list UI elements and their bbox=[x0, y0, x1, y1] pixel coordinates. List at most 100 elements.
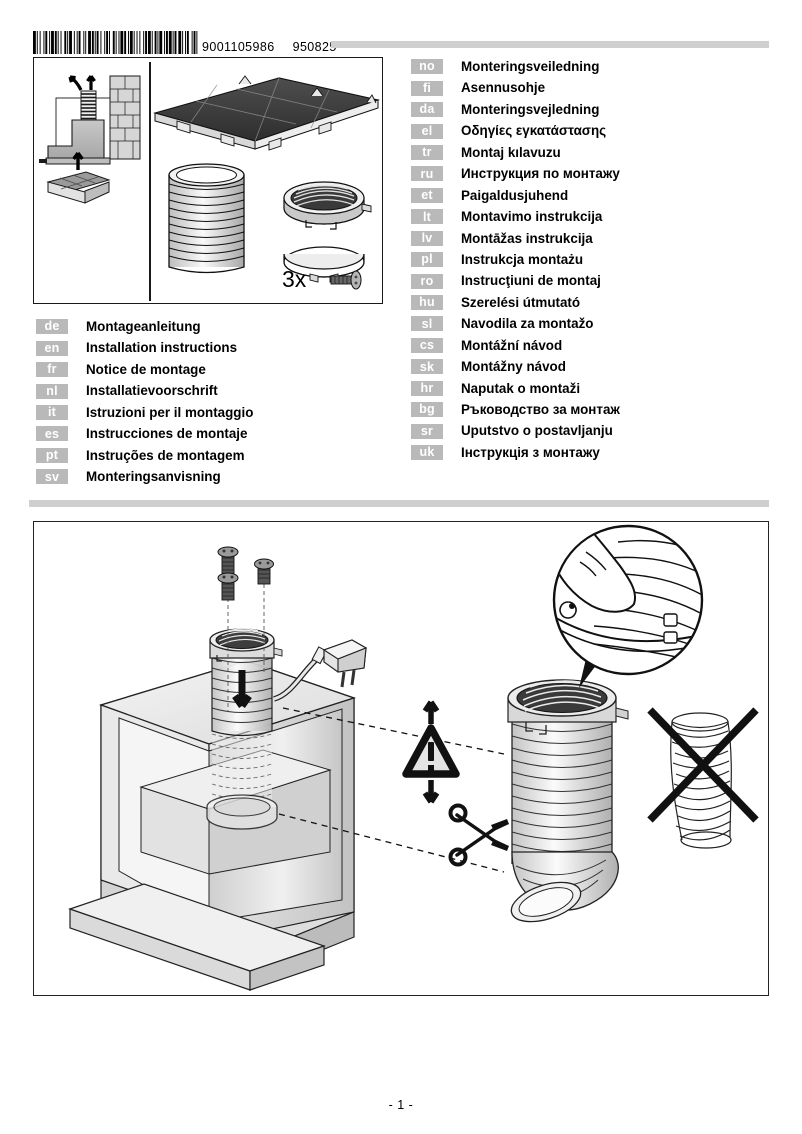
language-row-et: et Paigaldusjuhend bbox=[411, 185, 620, 206]
language-code-badge-pt: pt bbox=[36, 447, 68, 463]
language-title-sk: Montážny návod bbox=[461, 359, 566, 375]
language-code-badge-sk: sk bbox=[411, 359, 443, 375]
language-code-badge-fr: fr bbox=[36, 362, 68, 378]
language-title-fi: Asennusohje bbox=[461, 80, 546, 96]
language-code-badge-uk: uk bbox=[411, 445, 443, 461]
language-code-badge-lt: lt bbox=[411, 209, 443, 225]
language-row-bg: bg Ръководство за монтаж bbox=[411, 399, 620, 420]
language-title-de: Montageanleitung bbox=[86, 319, 201, 335]
header-rule bbox=[331, 41, 769, 48]
language-row-hu: hu Szerelési útmutató bbox=[411, 292, 620, 313]
language-row-sk: sk Montážny návod bbox=[411, 356, 620, 377]
language-title-sr: Uputstvo o postavljanju bbox=[461, 423, 613, 439]
language-title-lv: Montāžas instrukcija bbox=[461, 230, 593, 246]
language-row-hr: hr Naputak o montaži bbox=[411, 378, 620, 399]
mains-power-plug bbox=[273, 639, 368, 702]
language-code-badge-ro: ro bbox=[411, 273, 443, 289]
language-title-pl: Instrukcja montażu bbox=[461, 251, 584, 267]
crossed-out-compressed-hose bbox=[647, 707, 759, 849]
barcode-date: 950825 bbox=[292, 39, 337, 54]
language-code-badge-hu: hu bbox=[411, 295, 443, 311]
language-code-badge-ru: ru bbox=[411, 166, 443, 182]
language-title-sl: Navodila za montažo bbox=[461, 316, 594, 332]
language-row-fr: fr Notice de montage bbox=[36, 359, 253, 380]
language-code-badge-cs: cs bbox=[411, 337, 443, 353]
language-title-fr: Notice de montage bbox=[86, 361, 206, 377]
language-code-badge-fi: fi bbox=[411, 80, 443, 96]
language-row-da: da Monteringsvejledning bbox=[411, 99, 620, 120]
language-title-es: Instrucciones de montaje bbox=[86, 426, 248, 442]
language-code-badge-et: et bbox=[411, 187, 443, 203]
language-code-badge-sv: sv bbox=[36, 469, 68, 485]
language-title-no: Monteringsveiledning bbox=[461, 59, 600, 75]
language-title-tr: Montaj kılavuzu bbox=[461, 144, 561, 160]
language-title-nl: Installatievoorschrift bbox=[86, 383, 218, 399]
language-row-sv: sv Monteringsanvisning bbox=[36, 466, 253, 487]
language-code-badge-tr: tr bbox=[411, 144, 443, 160]
language-row-no: no Monteringsveiledning bbox=[411, 56, 620, 77]
language-title-en: Installation instructions bbox=[86, 340, 238, 356]
language-code-badge-bg: bg bbox=[411, 402, 443, 418]
language-row-en: en Installation instructions bbox=[36, 337, 253, 358]
barcode-block: 9001105986 950825 bbox=[33, 30, 337, 54]
language-row-pl: pl Instrukcja montażu bbox=[411, 249, 620, 270]
flexible-exhaust-hose-upper bbox=[209, 628, 283, 737]
language-title-it: Istruzioni per il montaggio bbox=[86, 404, 254, 420]
language-row-de: de Montageanleitung bbox=[36, 316, 253, 337]
language-list-left: de Montageanleitung en Installation instruc… bbox=[36, 316, 253, 488]
language-code-badge-de: de bbox=[36, 319, 68, 335]
language-title-uk: Інструкція з монтажу bbox=[461, 444, 600, 460]
language-title-lt: Montavimo instrukcija bbox=[461, 209, 603, 225]
installation-illustration bbox=[68, 524, 759, 991]
language-code-badge-el: el bbox=[411, 123, 443, 139]
language-row-el: el Οδηγίες εγκατάστασης bbox=[411, 120, 620, 141]
hose-assembly bbox=[507, 679, 629, 923]
language-row-ru: ru Инструкция по монтажу bbox=[411, 163, 620, 184]
barcode-number: 9001105986 bbox=[202, 39, 275, 54]
language-code-badge-es: es bbox=[36, 426, 68, 442]
screw-quantity-label: 3x bbox=[282, 266, 307, 292]
language-row-pt: pt Instruções de montagem bbox=[36, 445, 253, 466]
screw-icon bbox=[330, 270, 362, 290]
language-code-badge-sl: sl bbox=[411, 316, 443, 332]
language-title-sv: Monteringsanvisning bbox=[86, 469, 221, 485]
hose-inside-cabinet bbox=[206, 725, 278, 830]
language-title-hu: Szerelési útmutató bbox=[461, 294, 581, 310]
section-rule bbox=[29, 500, 769, 507]
parts-panel-divider bbox=[149, 62, 151, 301]
page-header: 9001105986 950825 bbox=[0, 0, 802, 60]
language-title-bg: Ръководство за монтаж bbox=[461, 402, 620, 418]
language-code-badge-sr: sr bbox=[411, 423, 443, 439]
language-title-ru: Инструкция по монтажу bbox=[461, 166, 620, 182]
language-row-tr: tr Montaj kılavuzu bbox=[411, 142, 620, 163]
language-title-ro: Instrucţiuni de montaj bbox=[461, 273, 601, 289]
language-code-badge-hr: hr bbox=[411, 380, 443, 396]
language-row-fi: fi Asennusohje bbox=[411, 77, 620, 98]
language-title-hr: Naputak o montaži bbox=[461, 380, 581, 396]
language-code-badge-no: no bbox=[411, 59, 443, 75]
language-code-badge-pl: pl bbox=[411, 252, 443, 268]
language-row-lt: lt Montavimo instrukcija bbox=[411, 206, 620, 227]
language-code-badge-da: da bbox=[411, 102, 443, 118]
language-code-badge-nl: nl bbox=[36, 383, 68, 399]
language-row-nl: nl Installatievoorschrift bbox=[36, 380, 253, 401]
screw-icon bbox=[217, 572, 239, 601]
language-row-ro: ro Instrucţiuni de montaj bbox=[411, 270, 620, 291]
language-title-da: Monteringsvejledning bbox=[461, 101, 600, 117]
language-title-et: Paigaldusjuhend bbox=[461, 187, 569, 203]
hose-collar-attachment-detail bbox=[552, 524, 704, 688]
scissors-icon bbox=[448, 803, 509, 867]
parts-panel: 3x bbox=[33, 57, 383, 304]
language-row-lv: lv Montāžas instrukcija bbox=[411, 228, 620, 249]
page-footer: - 1 - bbox=[388, 1098, 414, 1112]
callout-leader-lines bbox=[278, 707, 505, 873]
language-title-pt: Instruções de montagem bbox=[86, 447, 245, 463]
language-code-badge-lv: lv bbox=[411, 230, 443, 246]
language-title-el: Οδηγίες εγκατάστασης bbox=[461, 123, 607, 139]
warning-symbol bbox=[402, 700, 460, 804]
language-code-badge-en: en bbox=[36, 340, 68, 356]
main-illustration-panel bbox=[33, 521, 769, 996]
